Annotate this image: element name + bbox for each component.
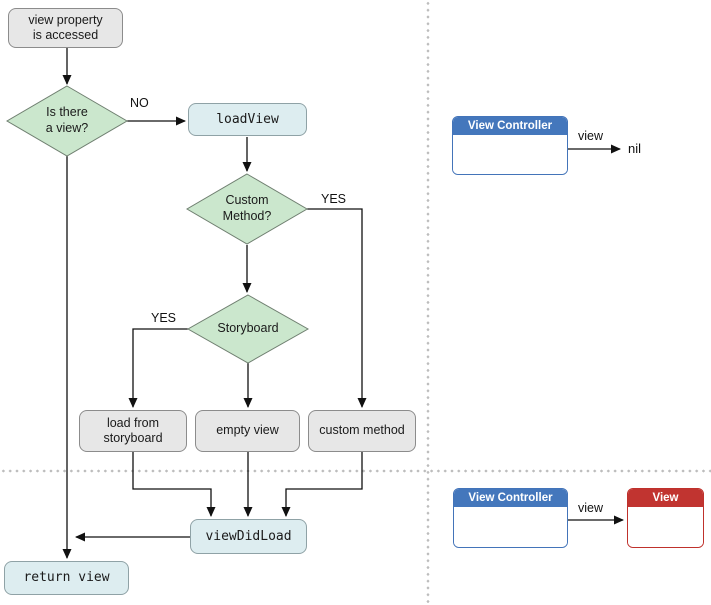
node-empty-view: empty view bbox=[195, 410, 300, 452]
view-controller-card-bottom-title: View Controller bbox=[454, 489, 567, 507]
node-view-property-accessed: view property is accessed bbox=[8, 8, 123, 48]
view-card-body bbox=[628, 507, 703, 547]
pointer-label-view-top: view bbox=[578, 129, 604, 143]
vertical-dotted-divider bbox=[426, 0, 430, 605]
node-load-from-storyboard: load from storyboard bbox=[79, 410, 187, 452]
view-card-title: View bbox=[628, 489, 703, 507]
node-loadview: loadView bbox=[188, 103, 307, 136]
diamond-custom-method bbox=[186, 173, 308, 245]
diamond-label-is-there-a-view: Is there a view? bbox=[45, 105, 89, 135]
view-controller-card-top-body bbox=[453, 135, 567, 174]
edge-yes-to-load-from-storyboard bbox=[128, 328, 188, 408]
node-return-view: return view bbox=[4, 561, 129, 595]
node-custom-method: custom method bbox=[308, 410, 416, 452]
diamond-label-custom-method: Custom Method? bbox=[222, 193, 272, 223]
branch-label-yes-storyboard: YES bbox=[151, 311, 177, 325]
view-controller-card-bottom: View Controller bbox=[453, 488, 568, 548]
node-viewdidload: viewDidLoad bbox=[190, 519, 307, 554]
edge-storyboard-to-viewdidload bbox=[132, 452, 216, 517]
pointer-label-view-bottom: view bbox=[578, 501, 604, 515]
diamond-label-storyboard: Storyboard bbox=[217, 321, 279, 336]
view-controller-card-top: View Controller bbox=[452, 116, 568, 175]
diamond-is-there-a-view bbox=[6, 85, 128, 157]
edge-custommethod-to-viewdidload bbox=[281, 452, 363, 517]
branch-label-yes-custom: YES bbox=[321, 192, 347, 206]
view-controller-card-top-title: View Controller bbox=[453, 117, 567, 135]
nil-label: nil bbox=[628, 141, 642, 156]
diamond-storyboard bbox=[186, 294, 310, 364]
view-card: View bbox=[627, 488, 704, 548]
view-controller-card-bottom-body bbox=[454, 507, 567, 547]
horizontal-dotted-divider bbox=[0, 469, 711, 473]
branch-label-no: NO bbox=[130, 96, 149, 110]
edge-yes-to-custom-method bbox=[307, 208, 367, 408]
